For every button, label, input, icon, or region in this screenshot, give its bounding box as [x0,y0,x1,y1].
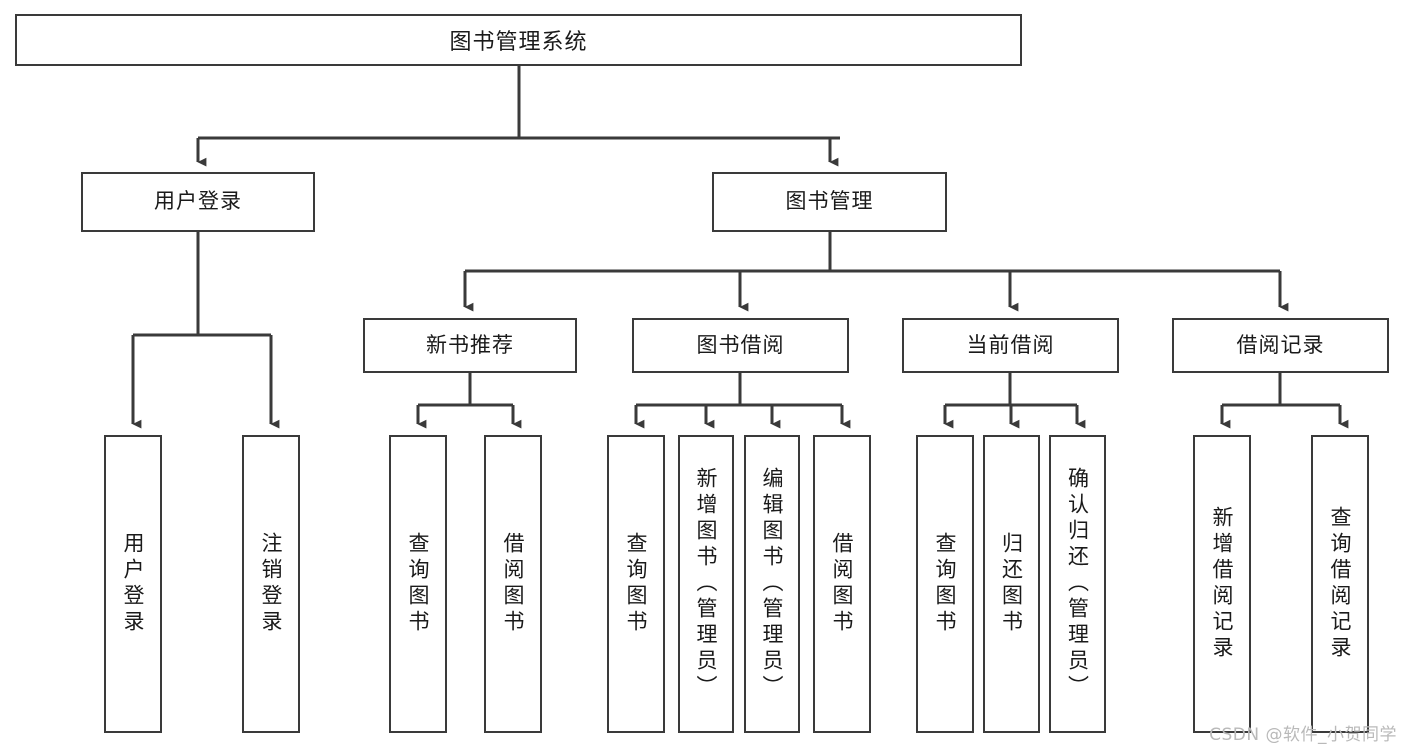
node-label: 用户登录 [121,532,146,636]
leaf-borrow-record-query-record[interactable]: 查询借阅记录 [1311,435,1369,733]
leaf-current-borrow-return-book[interactable]: 归还图书 [983,435,1040,733]
node-user-login[interactable]: 用户登录 [81,172,315,232]
node-book-borrow[interactable]: 图书借阅 [632,318,849,373]
node-label: 借阅图书 [501,532,526,636]
node-label: 图书管理系统 [449,30,588,55]
node-label: 查询图书 [624,532,649,636]
node-book-management[interactable]: 图书管理 [712,172,947,232]
node-label: 借阅记录 [1236,332,1325,357]
node-label: 借阅图书 [830,532,855,636]
csdn-watermark: CSDN @软件_小贺同学 [1209,725,1397,745]
node-label: 新增借阅记录 [1210,506,1235,662]
leaf-book-borrow-add-book-admin[interactable]: 新增图书（管理员） [678,435,734,733]
node-current-borrow[interactable]: 当前借阅 [902,318,1119,373]
leaf-user-login-logout[interactable]: 注销登录 [242,435,300,733]
node-new-book-recommend[interactable]: 新书推荐 [363,318,577,373]
leaf-new-book-query-book[interactable]: 查询图书 [389,435,447,733]
leaf-book-borrow-borrow-book[interactable]: 借阅图书 [813,435,871,733]
leaf-book-borrow-edit-book-admin[interactable]: 编辑图书（管理员） [744,435,800,733]
node-label: 图书借阅 [696,332,785,357]
node-label: 用户登录 [154,189,242,214]
node-label: 查询图书 [933,532,958,636]
leaf-new-book-borrow-book[interactable]: 借阅图书 [484,435,542,733]
node-label: 归还图书 [999,532,1024,636]
node-label: 图书管理 [785,189,874,214]
node-label: 当前借阅 [966,332,1055,357]
leaf-borrow-record-add-record[interactable]: 新增借阅记录 [1193,435,1251,733]
node-label: 确认归还（管理员） [1065,467,1090,701]
node-label: 编辑图书（管理员） [760,467,785,701]
leaf-current-borrow-confirm-return-admin[interactable]: 确认归还（管理员） [1049,435,1106,733]
leaf-book-borrow-query-book[interactable]: 查询图书 [607,435,665,733]
node-label: 查询图书 [406,532,431,636]
leaf-user-login-login[interactable]: 用户登录 [104,435,162,733]
node-root-book-management-system[interactable]: 图书管理系统 [15,14,1022,66]
node-label: 新书推荐 [426,332,514,357]
node-label: 查询借阅记录 [1328,506,1353,662]
node-label: 新增图书（管理员） [694,467,719,701]
leaf-current-borrow-query-book[interactable]: 查询图书 [916,435,974,733]
node-borrow-record[interactable]: 借阅记录 [1172,318,1389,373]
node-label: 注销登录 [259,532,284,636]
